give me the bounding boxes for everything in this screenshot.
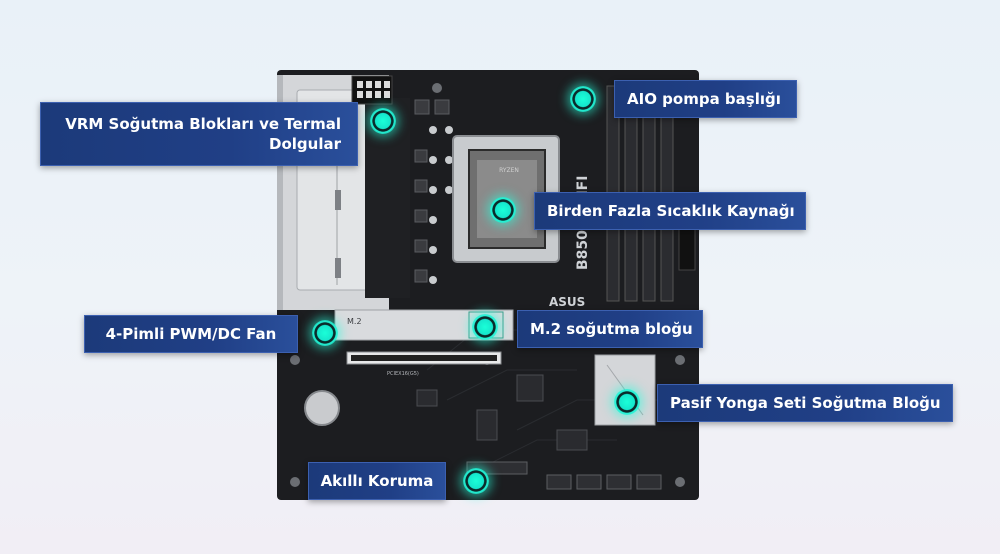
callout-vrm-cooling-text: VRM Soğutma Blokları ve Termal Dolgular <box>65 114 341 153</box>
callout-m2-heatsink-text: M.2 soğutma bloğu <box>530 319 693 338</box>
capacitors <box>429 126 453 284</box>
cmos-battery <box>304 390 340 426</box>
callout-m2-heatsink: M.2 soğutma bloğu <box>517 310 703 348</box>
callout-pwm-dc-fan-text: 4-Pimli PWM/DC Fan <box>105 324 277 343</box>
hotspot-icon <box>490 197 516 223</box>
m2-silkscreen: M.2 <box>347 317 362 326</box>
cpu-silkscreen: RYZEN <box>499 167 519 174</box>
callout-smart-protection: Akıllı Koruma <box>308 462 446 500</box>
cpu-power-connector <box>351 75 393 105</box>
hotspot-icon <box>370 108 396 134</box>
hotspot-icon <box>312 320 338 346</box>
callout-pwm-dc-fan: 4-Pimli PWM/DC Fan <box>84 315 298 353</box>
hotspot-icon <box>463 468 489 494</box>
callout-smart-protection-text: Akıllı Koruma <box>320 471 434 490</box>
callout-aio-pump-header-text: AIO pompa başlığı <box>627 89 781 108</box>
callout-chipset-heatsink: Pasif Yonga Seti Soğutma Bloğu <box>657 384 953 422</box>
hotspot-icon <box>570 86 596 112</box>
asus-logo: ASUS <box>549 295 585 309</box>
hotspot-icon <box>472 314 498 340</box>
callout-aio-pump-header: AIO pompa başlığı <box>614 80 797 118</box>
callout-temperature-sources-text: Birden Fazla Sıcaklık Kaynağı <box>547 201 795 220</box>
callout-chipset-heatsink-text: Pasif Yonga Seti Soğutma Bloğu <box>670 393 941 412</box>
hotspot-icon <box>614 389 640 415</box>
callout-vrm-cooling: VRM Soğutma Blokları ve Termal Dolgular <box>40 102 358 166</box>
misc-chips <box>416 374 588 451</box>
pcie-silkscreen: PCIEX16(G5) <box>387 371 419 377</box>
vrm-chokes <box>414 99 450 283</box>
callout-temperature-sources: Birden Fazla Sıcaklık Kaynağı <box>534 192 806 230</box>
